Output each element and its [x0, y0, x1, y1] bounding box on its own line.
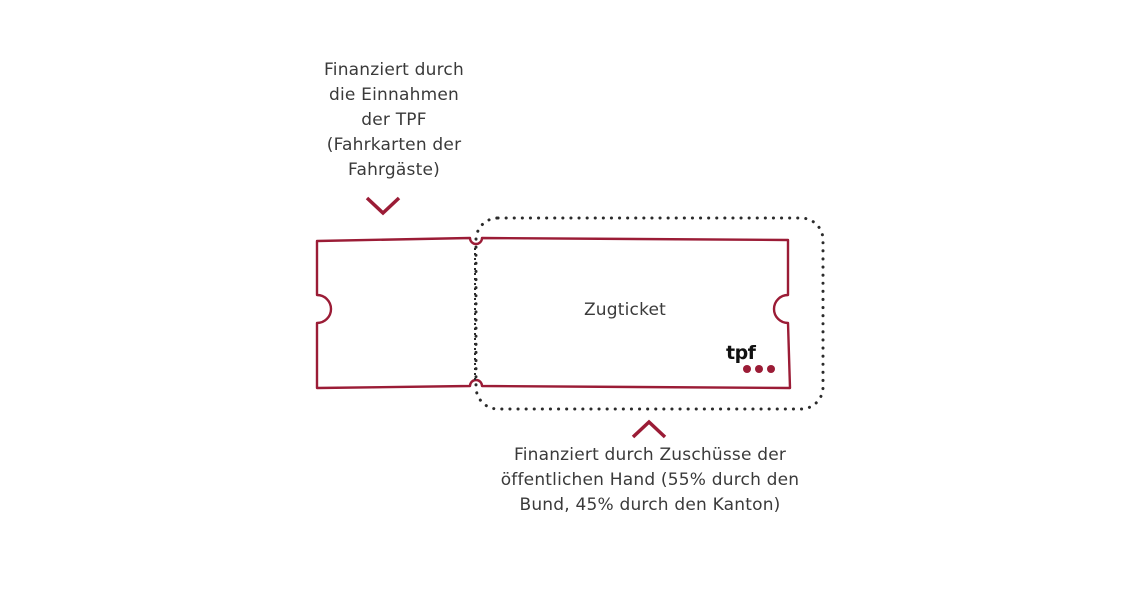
logo-dot-icon — [755, 365, 763, 373]
caption-line: Fahrgäste) — [348, 160, 440, 180]
tpf-logo-text: tpf — [726, 342, 756, 364]
caption-line: (Fahrkarten der — [326, 135, 462, 155]
caption-public-subsidies: Finanziert durch Zuschüsse der öffentlic… — [470, 443, 830, 518]
ticket-label: Zugticket — [583, 300, 667, 320]
chevron-up-icon — [631, 419, 667, 439]
logo-dot-icon — [767, 365, 775, 373]
caption-line: Finanziert durch — [324, 60, 464, 80]
caption-line: Bund, 45% durch den Kanton) — [519, 495, 781, 515]
chevron-down-icon — [365, 196, 401, 216]
caption-line: Finanziert durch Zuschüsse der — [513, 445, 787, 465]
caption-line: öffentlichen Hand (55% durch den — [500, 470, 800, 490]
caption-line: die Einnahmen — [329, 85, 459, 105]
caption-line: der TPF — [361, 110, 427, 130]
caption-fare-revenue: Finanziert durch die Einnahmen der TPF (… — [294, 58, 494, 183]
ticket-stub-outline — [315, 236, 792, 390]
tpf-logo: tpf — [726, 342, 782, 376]
logo-dot-icon — [743, 365, 751, 373]
